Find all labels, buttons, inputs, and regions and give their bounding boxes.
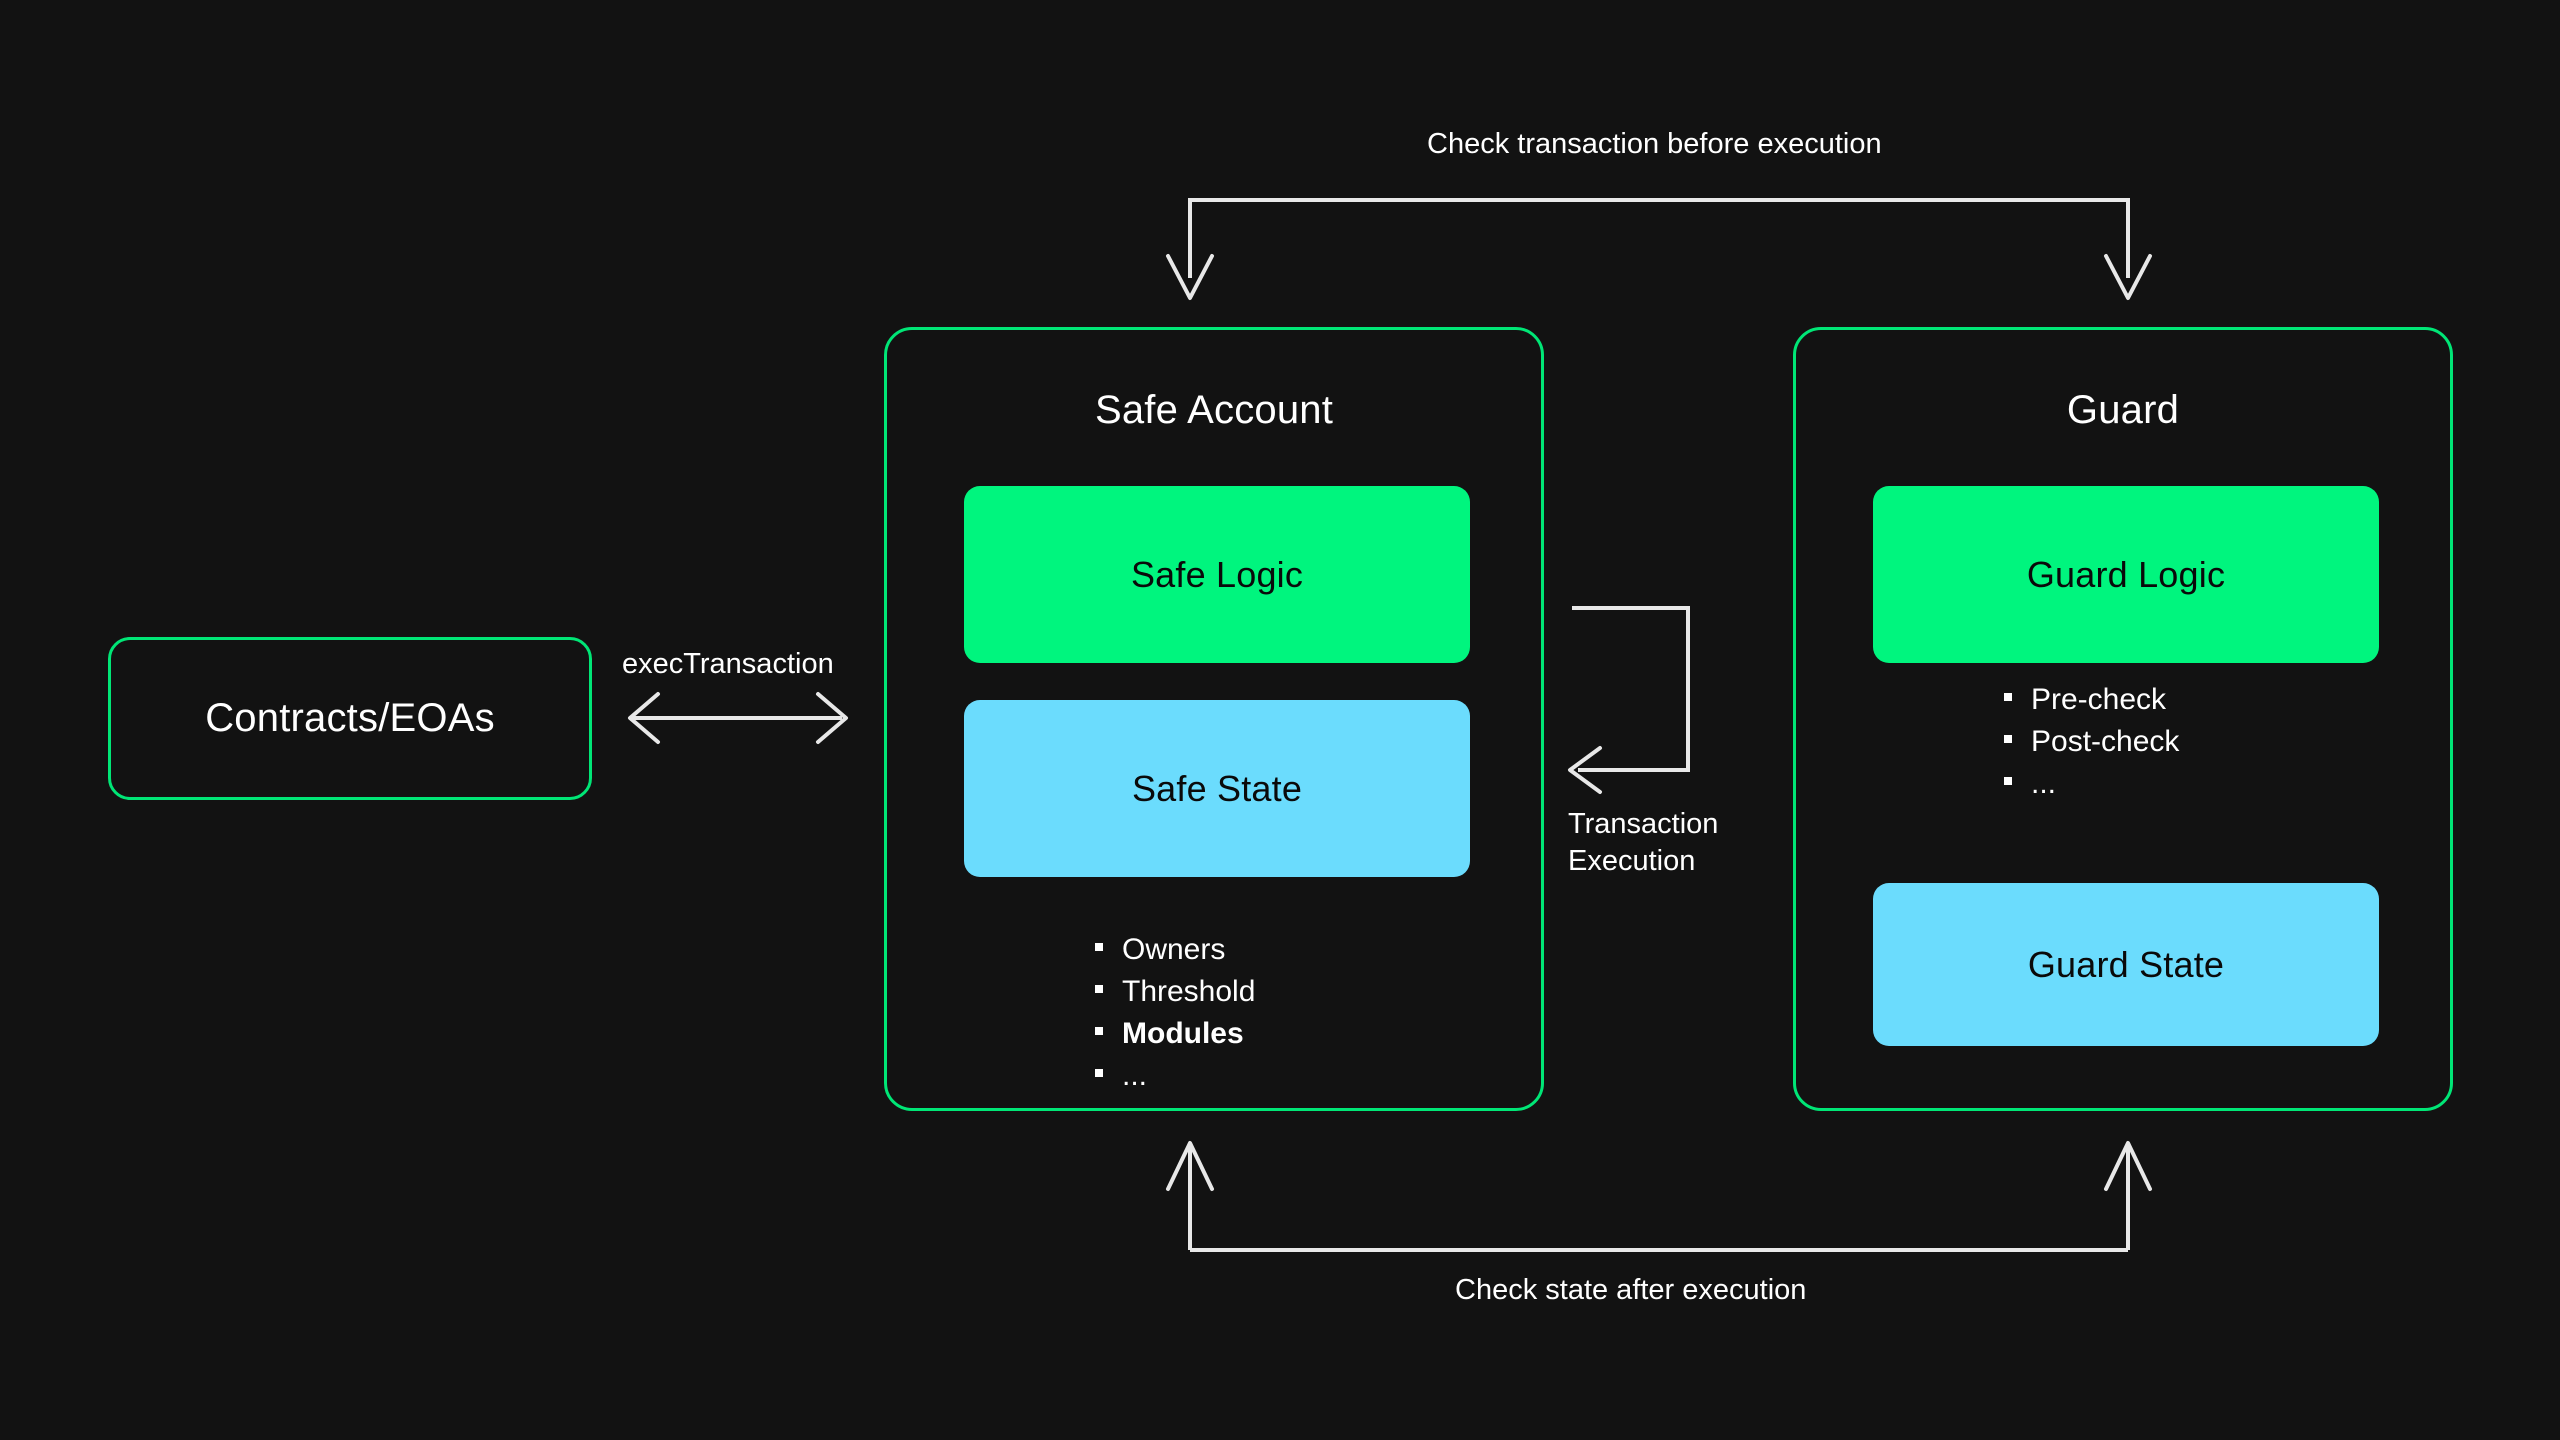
safe-state-box[interactable]: Safe State	[964, 700, 1470, 877]
check-after-execution-arrow	[1166, 1141, 2152, 1252]
safe-account-attribute-list: Owners Threshold Modules ...	[1095, 935, 1255, 1103]
list-item-label: Owners	[1122, 933, 1226, 966]
exec-transaction-label: execTransaction	[622, 648, 834, 680]
list-item: Pre-check	[2004, 685, 2179, 715]
list-item: Owners	[1095, 935, 1255, 965]
square-bullet-icon	[1095, 985, 1103, 993]
safe-logic-label: Safe Logic	[1130, 553, 1304, 595]
square-bullet-icon	[1095, 1069, 1103, 1077]
exec-transaction-arrow	[628, 692, 848, 744]
check-after-execution-label: Check state after execution	[1455, 1274, 1807, 1306]
guard-title: Guard	[2066, 388, 2180, 432]
contracts-eoas-label: Contracts/EOAs	[205, 696, 495, 740]
list-item-label: Threshold	[1122, 975, 1256, 1008]
check-before-execution-label: Check transaction before execution	[1427, 128, 1882, 160]
list-item: Post-check	[2004, 727, 2179, 757]
safe-account-node[interactable]: Safe Account Safe Logic Safe State Owner…	[884, 327, 1544, 1111]
square-bullet-icon	[1095, 943, 1103, 951]
transaction-execution-arrow	[1568, 606, 1690, 794]
transaction-execution-label-line1: Transaction	[1568, 808, 1719, 840]
list-item: Modules	[1095, 1019, 1255, 1049]
guard-state-box[interactable]: Guard State	[1873, 883, 2379, 1046]
list-item-label: ...	[2031, 767, 2057, 800]
square-bullet-icon	[2004, 693, 2012, 701]
transaction-execution-label-line2: Execution	[1568, 845, 1696, 878]
contracts-eoas-node[interactable]: Contracts/EOAs	[108, 637, 592, 800]
list-item: ...	[2004, 769, 2179, 799]
list-item: ...	[1095, 1061, 1255, 1091]
square-bullet-icon	[2004, 735, 2012, 743]
safe-logic-box[interactable]: Safe Logic	[964, 486, 1470, 663]
guard-attribute-list: Pre-check Post-check ...	[2004, 685, 2179, 811]
list-item: Threshold	[1095, 977, 1255, 1007]
safe-state-label: Safe State	[1131, 767, 1303, 809]
transaction-execution-label: Transaction Execution	[1568, 806, 1768, 880]
list-item-label: ...	[1122, 1059, 1148, 1092]
guard-logic-box[interactable]: Guard Logic	[1873, 486, 2379, 663]
square-bullet-icon	[1095, 1027, 1103, 1035]
guard-state-label: Guard State	[2027, 943, 2225, 985]
check-before-execution-arrow	[1166, 198, 2152, 300]
list-item-label: Modules	[1122, 1017, 1244, 1050]
guard-node[interactable]: Guard Guard Logic Pre-check Post-check .…	[1793, 327, 2453, 1111]
list-item-label: Post-check	[2031, 725, 2180, 758]
list-item-label: Pre-check	[2031, 683, 2167, 716]
square-bullet-icon	[2004, 777, 2012, 785]
guard-logic-label: Guard Logic	[2026, 553, 2226, 595]
safe-account-title: Safe Account	[1094, 388, 1334, 432]
